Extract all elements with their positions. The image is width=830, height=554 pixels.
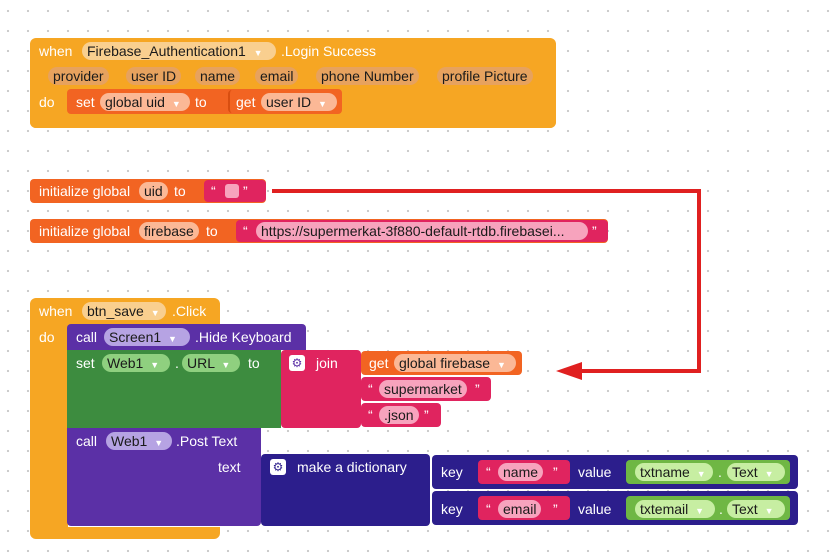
text-arg-label: text — [218, 459, 241, 475]
web1-dropdown[interactable]: Web1 ▼ — [102, 354, 170, 372]
to-label: to — [195, 94, 207, 110]
make-dictionary-label: make a dictionary — [297, 459, 407, 475]
btn-save-dropdown[interactable]: btn_save ▼ — [82, 302, 166, 320]
open-quote: “ — [486, 501, 491, 517]
url-property-dropdown[interactable]: URL ▼ — [182, 354, 240, 372]
text-property-dropdown[interactable]: Text ▼ — [727, 500, 785, 518]
set-label: set — [76, 94, 95, 110]
json-string-field[interactable]: .json — [379, 406, 419, 424]
initialize-global-label: initialize global — [39, 183, 131, 199]
gear-icon[interactable]: ⚙ — [289, 355, 305, 371]
global-uid-dropdown[interactable]: global uid ▼ — [100, 93, 190, 111]
btn-save-click-footer — [30, 527, 220, 539]
close-quote: ” — [553, 464, 558, 480]
to-label: to — [174, 183, 186, 199]
screen1-dropdown[interactable]: Screen1 ▼ — [104, 328, 190, 346]
dropdown-arrow-icon: ▼ — [150, 308, 160, 318]
uid-name-field[interactable]: uid — [139, 182, 168, 200]
firebase-url-field[interactable]: https://supermerkat-3f880-default-rtdb.f… — [256, 222, 588, 240]
when-label: when — [39, 303, 73, 319]
when-label: when — [39, 43, 73, 59]
txtname-dropdown[interactable]: txtname ▼ — [635, 463, 713, 481]
txtemail-dropdown[interactable]: txtemail ▼ — [635, 500, 715, 518]
open-quote: “ — [486, 464, 491, 480]
close-quote: ” — [553, 501, 558, 517]
initialize-global-label: initialize global — [39, 223, 131, 239]
dropdown-arrow-icon: ▼ — [150, 360, 160, 370]
component-name: Firebase_Authentication1 — [87, 43, 246, 59]
param-email[interactable]: email — [255, 67, 299, 85]
name-key-field[interactable]: name — [498, 463, 544, 481]
dropdown-arrow-icon: ▼ — [221, 360, 231, 370]
email-key-field[interactable]: email — [498, 500, 542, 518]
user-id-dropdown[interactable]: user ID ▼ — [261, 93, 337, 111]
open-quote: “ — [243, 223, 248, 239]
empty-string-field[interactable] — [225, 184, 239, 198]
set-label: set — [76, 355, 95, 371]
open-quote: “ — [368, 407, 373, 423]
component-dropdown[interactable]: Firebase_Authentication1 ▼ — [82, 42, 276, 60]
method-name: .Hide Keyboard — [195, 329, 292, 345]
call-label: call — [76, 329, 98, 345]
call-label: call — [76, 433, 98, 449]
param-provider[interactable]: provider — [48, 67, 109, 85]
param-phone-number[interactable]: phone Number — [316, 67, 419, 85]
close-quote: ” — [243, 183, 248, 199]
event-name: .Click — [172, 303, 207, 319]
dropdown-arrow-icon: ▼ — [764, 506, 774, 516]
arrowhead-icon — [556, 362, 582, 380]
get-label: get — [236, 94, 256, 110]
get-label: get — [369, 355, 389, 371]
param-user-id[interactable]: user ID — [126, 67, 182, 85]
web1-dropdown[interactable]: Web1 ▼ — [106, 432, 172, 450]
event-name: .Login Success — [281, 43, 376, 59]
dropdown-arrow-icon: ▼ — [318, 99, 327, 109]
dropdown-arrow-icon: ▼ — [171, 99, 181, 109]
do-label: do — [39, 329, 55, 345]
dropdown-arrow-icon: ▼ — [695, 506, 705, 516]
param-profile-picture[interactable]: profile Picture — [437, 67, 533, 85]
to-label: to — [248, 355, 260, 371]
dropdown-arrow-icon: ▼ — [496, 360, 506, 370]
gear-icon[interactable]: ⚙ — [270, 459, 286, 475]
dot-separator: . — [718, 464, 722, 480]
dot-separator: . — [719, 501, 723, 517]
dot-separator: . — [175, 355, 179, 371]
dropdown-arrow-icon: ▼ — [168, 334, 177, 344]
text-property-dropdown[interactable]: Text ▼ — [727, 463, 785, 481]
btn-save-click-left-rail — [30, 324, 68, 529]
global-firebase-dropdown[interactable]: global firebase ▼ — [394, 354, 516, 372]
key-label: key — [441, 501, 463, 517]
make-dictionary-block[interactable] — [261, 454, 430, 526]
dropdown-arrow-icon: ▼ — [764, 469, 774, 479]
login-success-footer — [30, 116, 556, 128]
arrow-path — [272, 189, 701, 373]
supermarket-string-field[interactable]: supermarket — [379, 380, 467, 398]
param-name[interactable]: name — [195, 67, 241, 85]
open-quote: “ — [368, 381, 373, 397]
value-label: value — [578, 501, 612, 517]
do-label: do — [39, 94, 55, 110]
key-label: key — [441, 464, 463, 480]
dropdown-arrow-icon: ▼ — [696, 469, 706, 479]
close-quote: ” — [424, 407, 429, 423]
method-name: .Post Text — [176, 433, 238, 449]
dropdown-arrow-icon: ▼ — [253, 48, 263, 58]
firebase-name-field[interactable]: firebase — [139, 222, 199, 240]
to-label: to — [206, 223, 218, 239]
join-label: join — [316, 355, 338, 371]
open-quote: “ — [211, 183, 216, 199]
dropdown-arrow-icon: ▼ — [154, 438, 164, 448]
close-quote: ” — [592, 223, 597, 239]
value-label: value — [578, 464, 612, 480]
close-quote: ” — [475, 381, 480, 397]
